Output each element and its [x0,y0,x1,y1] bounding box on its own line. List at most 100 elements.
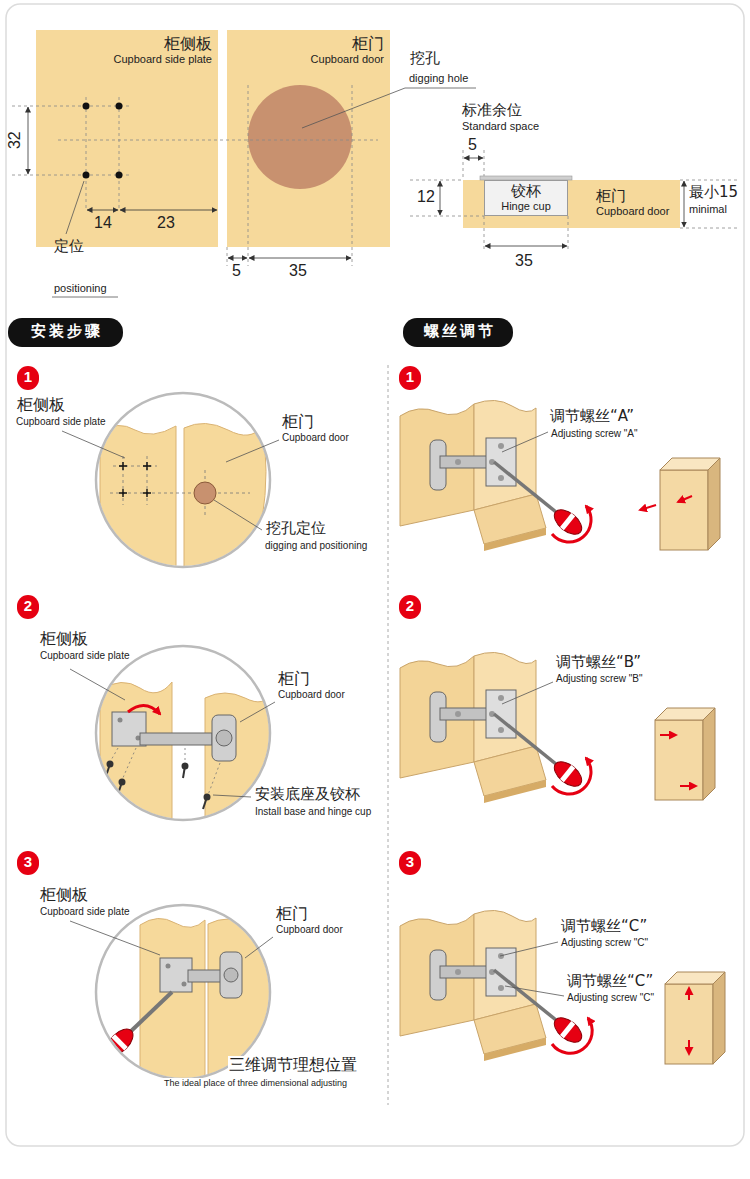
hinge-cup: 铰杯Hinge cup [484,180,568,216]
guide-lines [227,247,228,266]
step2-scene [90,640,280,830]
node-title: 3 [17,851,39,873]
step2-scene [216,730,232,746]
step3-scene [140,918,205,1090]
section-dimensions [440,181,441,215]
step-caption: 安装底座及铰杯 [254,786,361,803]
step2-scene [110,748,220,795]
top-panels [36,30,218,247]
step3-scene [102,1024,137,1059]
section-guides [410,180,463,181]
step3-scene [128,992,172,1034]
dimension-lines [228,258,247,259]
step-caption: 挖孔定位 [265,520,327,537]
section-guides [463,150,464,180]
step2-leaders [213,795,251,797]
dimension: 5 [468,136,477,154]
step2-circle [96,646,270,820]
node-subtitle: Hinge cup [487,200,565,213]
dimension: 32 [6,131,24,149]
part-label-en: digging hole [409,72,468,85]
step3-scene [160,958,192,992]
door-section [463,180,680,228]
part-label: 定位 [54,238,84,255]
section-dimensions [485,246,567,247]
step3-leaders [70,921,273,958]
section-dimensions [440,158,684,246]
illustration [660,458,720,550]
step-number: 3 [399,851,421,875]
step2-scene [183,764,188,769]
section-guides [410,150,738,250]
step1-scene [119,462,151,497]
dimension: 35 [515,252,533,270]
step3-scene [86,1026,112,1065]
section-guides [680,228,738,229]
node-title: 螺丝调节 [406,318,513,345]
node-title: 1 [17,366,39,388]
step-number: 3 [17,851,39,875]
dimension: 14 [94,214,112,232]
side-plate-panel: 柜侧板Cupboard side plate [36,30,218,247]
screw-label-en: Adjusting screw "A" [551,428,638,440]
dimension: 最小15 [689,184,738,201]
step-caption-en: The ideal place of three dimensional adj… [163,1078,348,1088]
node-title: 2 [17,595,39,617]
screw-label-en: Adjusting screw "C" [567,992,654,1004]
step2-leaders [70,669,275,797]
leader-lines [52,297,118,298]
guide-lines [119,97,120,210]
dimension-lines [28,107,351,258]
step2-leaders [70,669,125,700]
step2-scene [100,682,172,830]
step1-scene [90,390,280,575]
illustration [494,462,586,539]
turn-arrow [552,758,591,794]
node-subtitle: Cupboard side plate [36,53,212,66]
move-arrows [680,785,696,787]
section-dimensions [684,181,685,227]
section-guides [410,216,484,217]
part-label-en: Cupboard side plate [16,416,106,428]
part-label: 柜门 [281,413,315,431]
step1-scene [110,456,250,516]
guide-lines [58,140,378,141]
illustration [494,714,586,791]
hole-dots [116,172,123,179]
section-header: 安装步骤 [8,318,123,347]
step-caption-en: Install base and hinge cup [254,806,372,818]
move-arrows [660,735,696,786]
step2-scene [212,715,236,761]
move-arrows [640,505,656,510]
door-section [463,176,680,228]
dimension: 12 [417,188,435,206]
leader-lines [66,181,84,234]
step2-scene [110,748,118,762]
dimension: 5 [232,262,241,280]
step1-scene [119,462,151,497]
section-dimensions [464,158,483,159]
step1-leaders [62,431,125,458]
move-arrows [688,988,690,1054]
node-title: 铰杯 [487,183,565,200]
section-header: 螺丝调节 [403,318,513,347]
move-arrows [678,496,692,502]
illustration [400,400,546,551]
screw-label: 调节螺丝“C” [567,973,653,990]
screw-label-en: Adjusting screw "C" [561,937,648,949]
step-caption-en: digging and positioning [264,540,368,552]
move-arrows [660,734,676,736]
step2-scene [120,780,125,785]
move-arrows [688,988,690,1000]
screw-label-en: Adjusting screw "B" [556,673,643,685]
step3-leaders [70,921,160,955]
node-title: 1 [399,366,421,388]
step3-scene [112,1034,128,1050]
guide-lines [248,85,249,266]
step2-scene [185,748,186,764]
step1-leaders [226,440,279,462]
step3-scene [166,964,171,969]
part-label-en: Cupboard door [275,924,344,936]
turn-arrow [552,506,591,542]
